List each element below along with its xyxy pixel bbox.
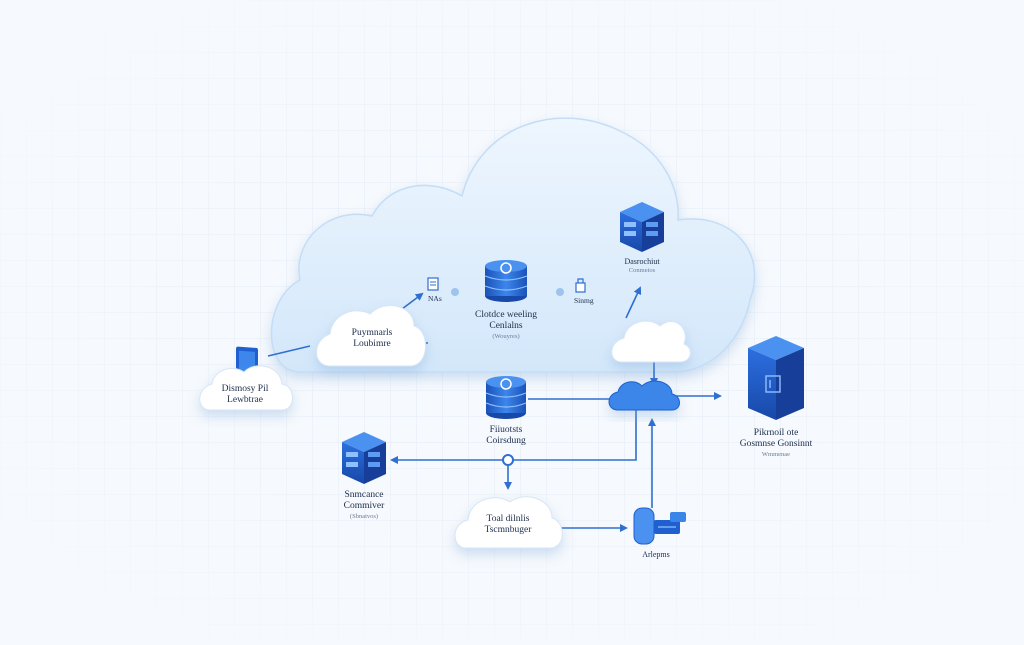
top-database-label-line1: Clotdce weeling bbox=[475, 310, 537, 320]
left-server-sublabel: (Sbnatvos) bbox=[349, 512, 379, 520]
left-device-label-line2: Lewbtrae bbox=[227, 394, 263, 405]
link-left-device-to-inner-cloud bbox=[267, 345, 311, 357]
bottom-cloud-label: Toal dilnlis Tscmnbuger bbox=[485, 514, 532, 536]
left-server-label: Snmcance Commiver (Sbnatvos) bbox=[344, 490, 385, 520]
top-database-label: Clotdce weeling Cenlalns (Wouyres) bbox=[475, 310, 537, 340]
top-database-sublabel: (Wouyres) bbox=[492, 332, 520, 340]
router-label-line1: Arlepms bbox=[642, 550, 670, 559]
small-dot-right bbox=[556, 288, 564, 296]
inner-cloud-label-line2: Loubimre bbox=[353, 338, 391, 349]
mid-database-label: Fiiuotsts Coirsdung bbox=[486, 425, 526, 447]
router-label: Arlepms bbox=[642, 550, 670, 559]
top-server-sublabel: Conmeios bbox=[628, 267, 656, 275]
nas-label: NAs bbox=[428, 294, 442, 303]
inner-cloud-shape bbox=[316, 305, 426, 367]
inner-cloud-label: Puymnarls Loubimre bbox=[352, 328, 393, 350]
link-hub-down-to-left-server bbox=[390, 410, 637, 464]
bottom-cloud-label-line2: Tscmnbuger bbox=[484, 524, 532, 535]
top-server-label-line1: Dasrochiut bbox=[624, 257, 660, 266]
top-database-label-line2: Cenlalns bbox=[489, 320, 523, 331]
right-server-sublabel: Wmmenae bbox=[761, 450, 791, 458]
right-server-label-line1: Pikrnoil ote bbox=[753, 428, 799, 438]
small-dot-left bbox=[451, 288, 459, 296]
left-device-cloud bbox=[199, 365, 293, 411]
lock-icon bbox=[575, 278, 586, 293]
small-cloud-node bbox=[611, 320, 691, 363]
right-server-label-line2: Gosmnse Gonsinnt bbox=[739, 438, 813, 449]
router-icon[interactable] bbox=[633, 507, 686, 545]
document-icon bbox=[427, 277, 439, 291]
junction-node bbox=[502, 454, 514, 466]
database-icon[interactable] bbox=[485, 376, 527, 419]
left-device-label-line1: Dismosy Pil bbox=[221, 384, 269, 394]
cloud-node-icon[interactable] bbox=[608, 380, 680, 411]
mid-database-label-line1: Fiiuotsts bbox=[489, 425, 523, 435]
left-device-label: Dismosy Pil Lewbtrae bbox=[222, 384, 269, 406]
inner-cloud-label-line1: Puymnarls bbox=[351, 328, 393, 338]
bottom-cloud-label-line1: Toal dilnlis bbox=[486, 514, 530, 524]
left-server-label-line1: Snmcance bbox=[344, 490, 384, 500]
link-to-top-server bbox=[625, 286, 642, 319]
storage-box-icon[interactable] bbox=[748, 336, 804, 420]
bottom-cloud-shape bbox=[454, 496, 563, 549]
server-cube-icon[interactable] bbox=[342, 432, 386, 484]
top-server-label: Dasrochiut Conmeios bbox=[624, 257, 659, 275]
right-server-label: Pikrnoil ote Gosmnse Gonsinnt Wmmenae bbox=[740, 428, 813, 458]
store-label: Sinmg bbox=[574, 296, 594, 305]
left-server-label-line2: Commiver bbox=[343, 500, 385, 511]
mid-database-label-line2: Coirsdung bbox=[486, 435, 526, 446]
database-icon[interactable] bbox=[484, 260, 528, 302]
server-cube-icon[interactable] bbox=[620, 202, 664, 252]
